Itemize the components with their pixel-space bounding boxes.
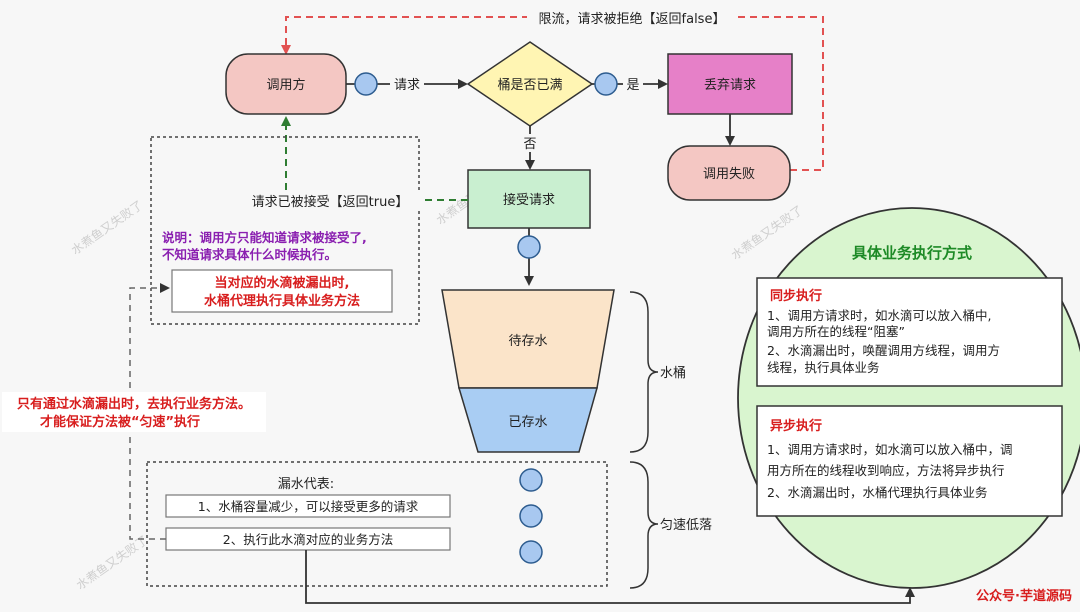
async-exec-line-3: 2、水滴漏出时，水桶代理执行具体业务: [767, 485, 987, 500]
exec-modes-title: 具体业务执行方式: [852, 244, 972, 262]
accepted-drop-dot: [517, 235, 541, 259]
sync-exec-line-4: 线程，执行具体业务: [767, 360, 880, 375]
sync-exec-line-1: 1、调用方请求时，如水滴可以放入桶中,: [767, 308, 991, 323]
leak-item-1: 1、水桶容量减少，可以接受更多的请求: [198, 499, 419, 514]
async-exec-box: [756, 405, 1063, 517]
accept-request-label: 接受请求: [503, 192, 555, 208]
request-drop-dot: [354, 72, 378, 96]
exec-connector-arrow: [305, 550, 915, 604]
request-label: 请求: [394, 78, 420, 93]
watermark-1: 水煮鱼又失败了: [68, 197, 145, 257]
accept-request-node: [467, 169, 591, 229]
yes-label: 是: [626, 78, 639, 93]
accepted-arrow: [281, 116, 468, 201]
watermark-3: 水煮鱼又失败了: [728, 202, 805, 262]
leak-meaning-box: [146, 461, 608, 587]
watermark-4: 水煮鱼又失败了: [73, 532, 150, 592]
leak-item-2: 2、执行此水滴对应的业务方法: [223, 532, 393, 547]
bucket-full-label: 桶是否已满: [497, 78, 562, 93]
pending-water-label: 待存水: [508, 334, 547, 349]
discard-request-node: [667, 53, 793, 115]
reject-label: 限流，请求被拒绝【返回false】: [539, 11, 726, 27]
proxy-exec-box: [171, 269, 393, 313]
sync-exec-line-2: 调用方所在的线程“阻塞”: [767, 324, 905, 339]
leak-brace: [629, 461, 659, 589]
exec-modes-circle: [737, 207, 1080, 589]
reject-label-bg: [527, 9, 737, 27]
async-exec-line-1: 1、调用方请求时，如水滴可以放入桶中，调: [767, 442, 1012, 457]
left-note-bg: [2, 392, 266, 432]
bucket-stored-water: [457, 387, 598, 453]
explanation-box: [150, 136, 420, 325]
async-exec-title: 异步执行: [770, 418, 822, 434]
proxy-exec-line-2: 水桶代理执行具体业务方法: [204, 293, 360, 309]
accepted-label: 请求已被接受【返回true】: [252, 194, 409, 210]
falling-drop-1: [519, 468, 543, 492]
discard-request-label: 丢弃请求: [704, 78, 756, 93]
leak-title: 漏水代表:: [278, 476, 334, 492]
async-exec-line-2: 用方所在的线程收到响应，方法将异步执行: [767, 463, 1005, 478]
left-note-line-1: 只有通过水滴漏出时，去执行业务方法。: [17, 396, 251, 412]
reject-arrow: [281, 16, 824, 171]
leak-rate-label: 匀速低落: [660, 518, 712, 533]
falling-drop-3: [519, 540, 543, 564]
sync-exec-line-3: 2、水滴漏出时，唤醒调用方线程，调用方: [767, 343, 1000, 358]
sync-exec-box: [756, 277, 1063, 387]
no-label-bg: [520, 134, 540, 152]
stored-water-label: 已存水: [508, 415, 547, 430]
no-label: 否: [523, 137, 536, 152]
call-failed-label: 调用失败: [703, 167, 755, 182]
yes-drop-dot: [594, 72, 618, 96]
proxy-exec-line-1: 当对应的水滴被漏出时,: [215, 275, 350, 291]
call-failed-node: [667, 145, 791, 201]
sync-exec-title: 同步执行: [770, 288, 822, 304]
footer-watermark: 公众号·芋道源码: [976, 588, 1072, 604]
bucket-brace: [629, 291, 659, 453]
bucket-label: 水桶: [660, 366, 686, 381]
note-line-1: 说明：调用方只能知道请求被接受了,: [162, 230, 367, 245]
caller-label: 调用方: [266, 77, 305, 93]
falling-drop-2: [519, 504, 543, 528]
accepted-label-bg: [240, 191, 420, 211]
note-line-2: 不知道请求具体什么时候执行。: [162, 247, 337, 262]
leak-item-1-box: [165, 494, 451, 518]
left-note-line-2: 才能保证方法被“匀速”执行: [40, 414, 200, 430]
request-label-bg: [390, 74, 424, 92]
yes-label-bg: [623, 75, 643, 93]
